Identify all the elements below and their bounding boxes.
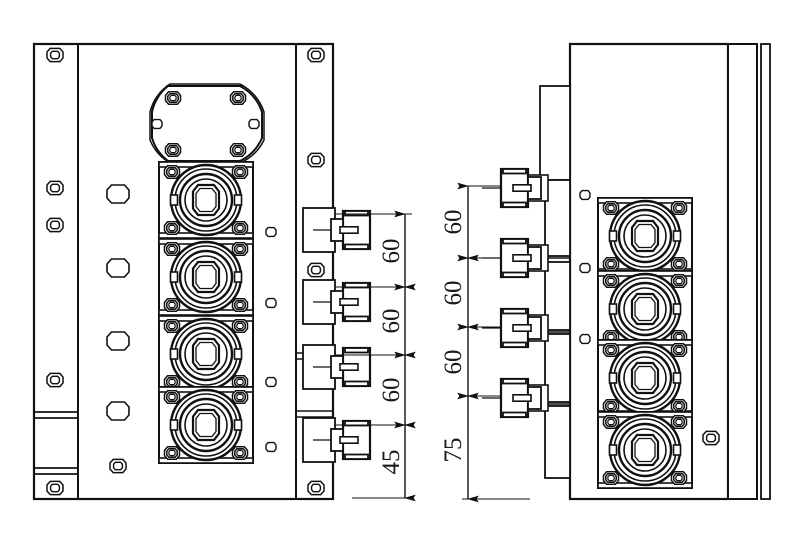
cover-plate (149, 83, 265, 164)
side-view-valve-flange-2 (598, 271, 692, 347)
front-view-valve-flange-3 (159, 316, 253, 392)
left-rail-steps (34, 411, 78, 475)
side-view-valve-flange-4 (598, 412, 692, 488)
side-view-back-plate (727, 43, 758, 500)
dim-label-right-1: 60 (440, 210, 467, 235)
side-view (480, 42, 771, 501)
front-view-valve-flange-2 (159, 239, 253, 315)
side-view-valve-flange-1 (598, 198, 692, 274)
front-view-valve-flange-1 (159, 162, 253, 238)
dimension-chain-left: 60 60 60 45 (336, 210, 416, 502)
side-view-edge-plate (760, 43, 771, 500)
side-view-port-bosses (544, 179, 571, 479)
dim-label-right-4: 75 (440, 438, 467, 463)
dim-label-left-1: 60 (378, 239, 405, 264)
dim-label-right-2: 60 (440, 281, 467, 306)
cover-plate-bolt-4 (229, 143, 247, 157)
front-view-valve-flange-4 (159, 387, 253, 463)
dim-label-left-4: 45 (378, 450, 405, 475)
cover-plate-hole-left (151, 118, 163, 130)
dim-label-left-3: 60 (378, 378, 405, 403)
cover-plate-bolt-2 (229, 91, 247, 105)
side-view-valve-flange-3 (598, 340, 692, 416)
cover-plate-bolt-1 (164, 91, 182, 105)
dim-label-right-3: 60 (440, 350, 467, 375)
dim-label-left-2: 60 (378, 309, 405, 334)
dimension-chain-right: 60 60 60 75 (440, 182, 530, 503)
front-view (32, 42, 372, 501)
cover-plate-bolt-3 (164, 143, 182, 157)
side-view-top-boss (539, 85, 571, 181)
cover-plate-hole-right (248, 118, 260, 130)
